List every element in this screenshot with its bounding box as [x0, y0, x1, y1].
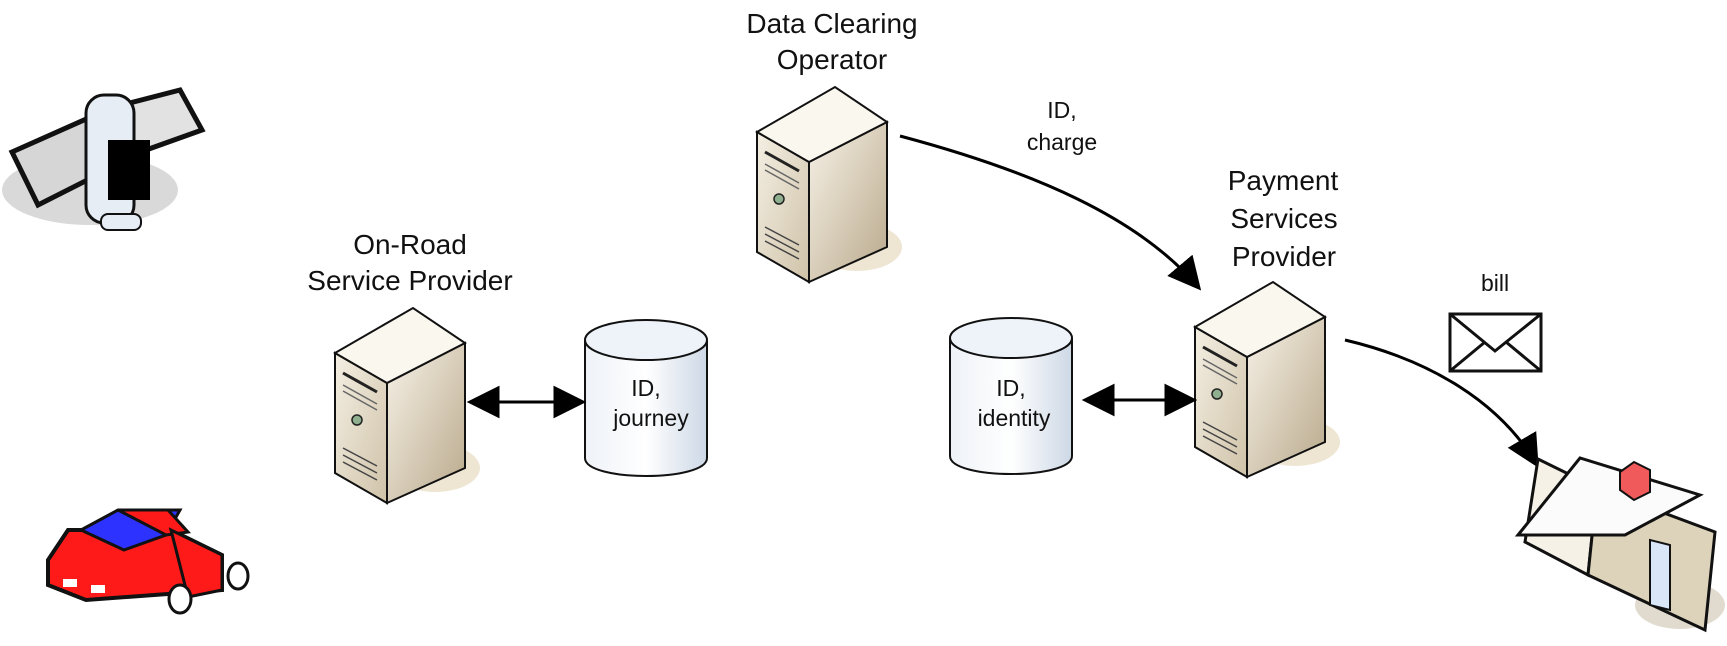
- db-journey-line1: ID,: [631, 375, 660, 401]
- payment-line2: Services: [1230, 203, 1337, 234]
- house-icon: [1514, 456, 1725, 633]
- payment-to-house-arrow: [1344, 338, 1539, 468]
- payment-line3: Provider: [1232, 241, 1336, 272]
- data-clearing-operator-line1: Data Clearing: [746, 8, 917, 39]
- database-journey: ID, journey: [584, 319, 708, 477]
- on-road-service-provider-label: On-Road Service Provider: [307, 229, 512, 296]
- on-road-line2: Service Provider: [307, 265, 512, 296]
- clearing-to-payment-arrow: [899, 134, 1202, 291]
- server-clearing-operator-icon: [755, 85, 904, 284]
- flow-label-id-charge: ID, charge: [1027, 97, 1097, 155]
- payment-services-provider-label: Payment Services Provider: [1228, 165, 1339, 272]
- server-payment-provider-icon: [1193, 280, 1342, 479]
- db-identity-line2: identity: [978, 405, 1051, 431]
- envelope-icon: [1448, 312, 1543, 373]
- data-clearing-operator-line2: Operator: [777, 44, 888, 75]
- server-on-road-provider-icon: [333, 306, 482, 505]
- data-clearing-operator-label: Data Clearing Operator: [746, 8, 917, 75]
- database-identity: ID, identity: [949, 317, 1073, 475]
- db-journey-line2: journey: [612, 405, 689, 431]
- payment-line1: Payment: [1228, 165, 1339, 196]
- car-icon: [46, 508, 250, 615]
- flow-top-line2: charge: [1027, 129, 1097, 155]
- flow-top-line1: ID,: [1047, 97, 1076, 123]
- db-identity-line1: ID,: [996, 375, 1025, 401]
- bill-label: bill: [1481, 270, 1509, 296]
- satellite-icon: [2, 87, 206, 231]
- on-road-line1: On-Road: [353, 229, 467, 260]
